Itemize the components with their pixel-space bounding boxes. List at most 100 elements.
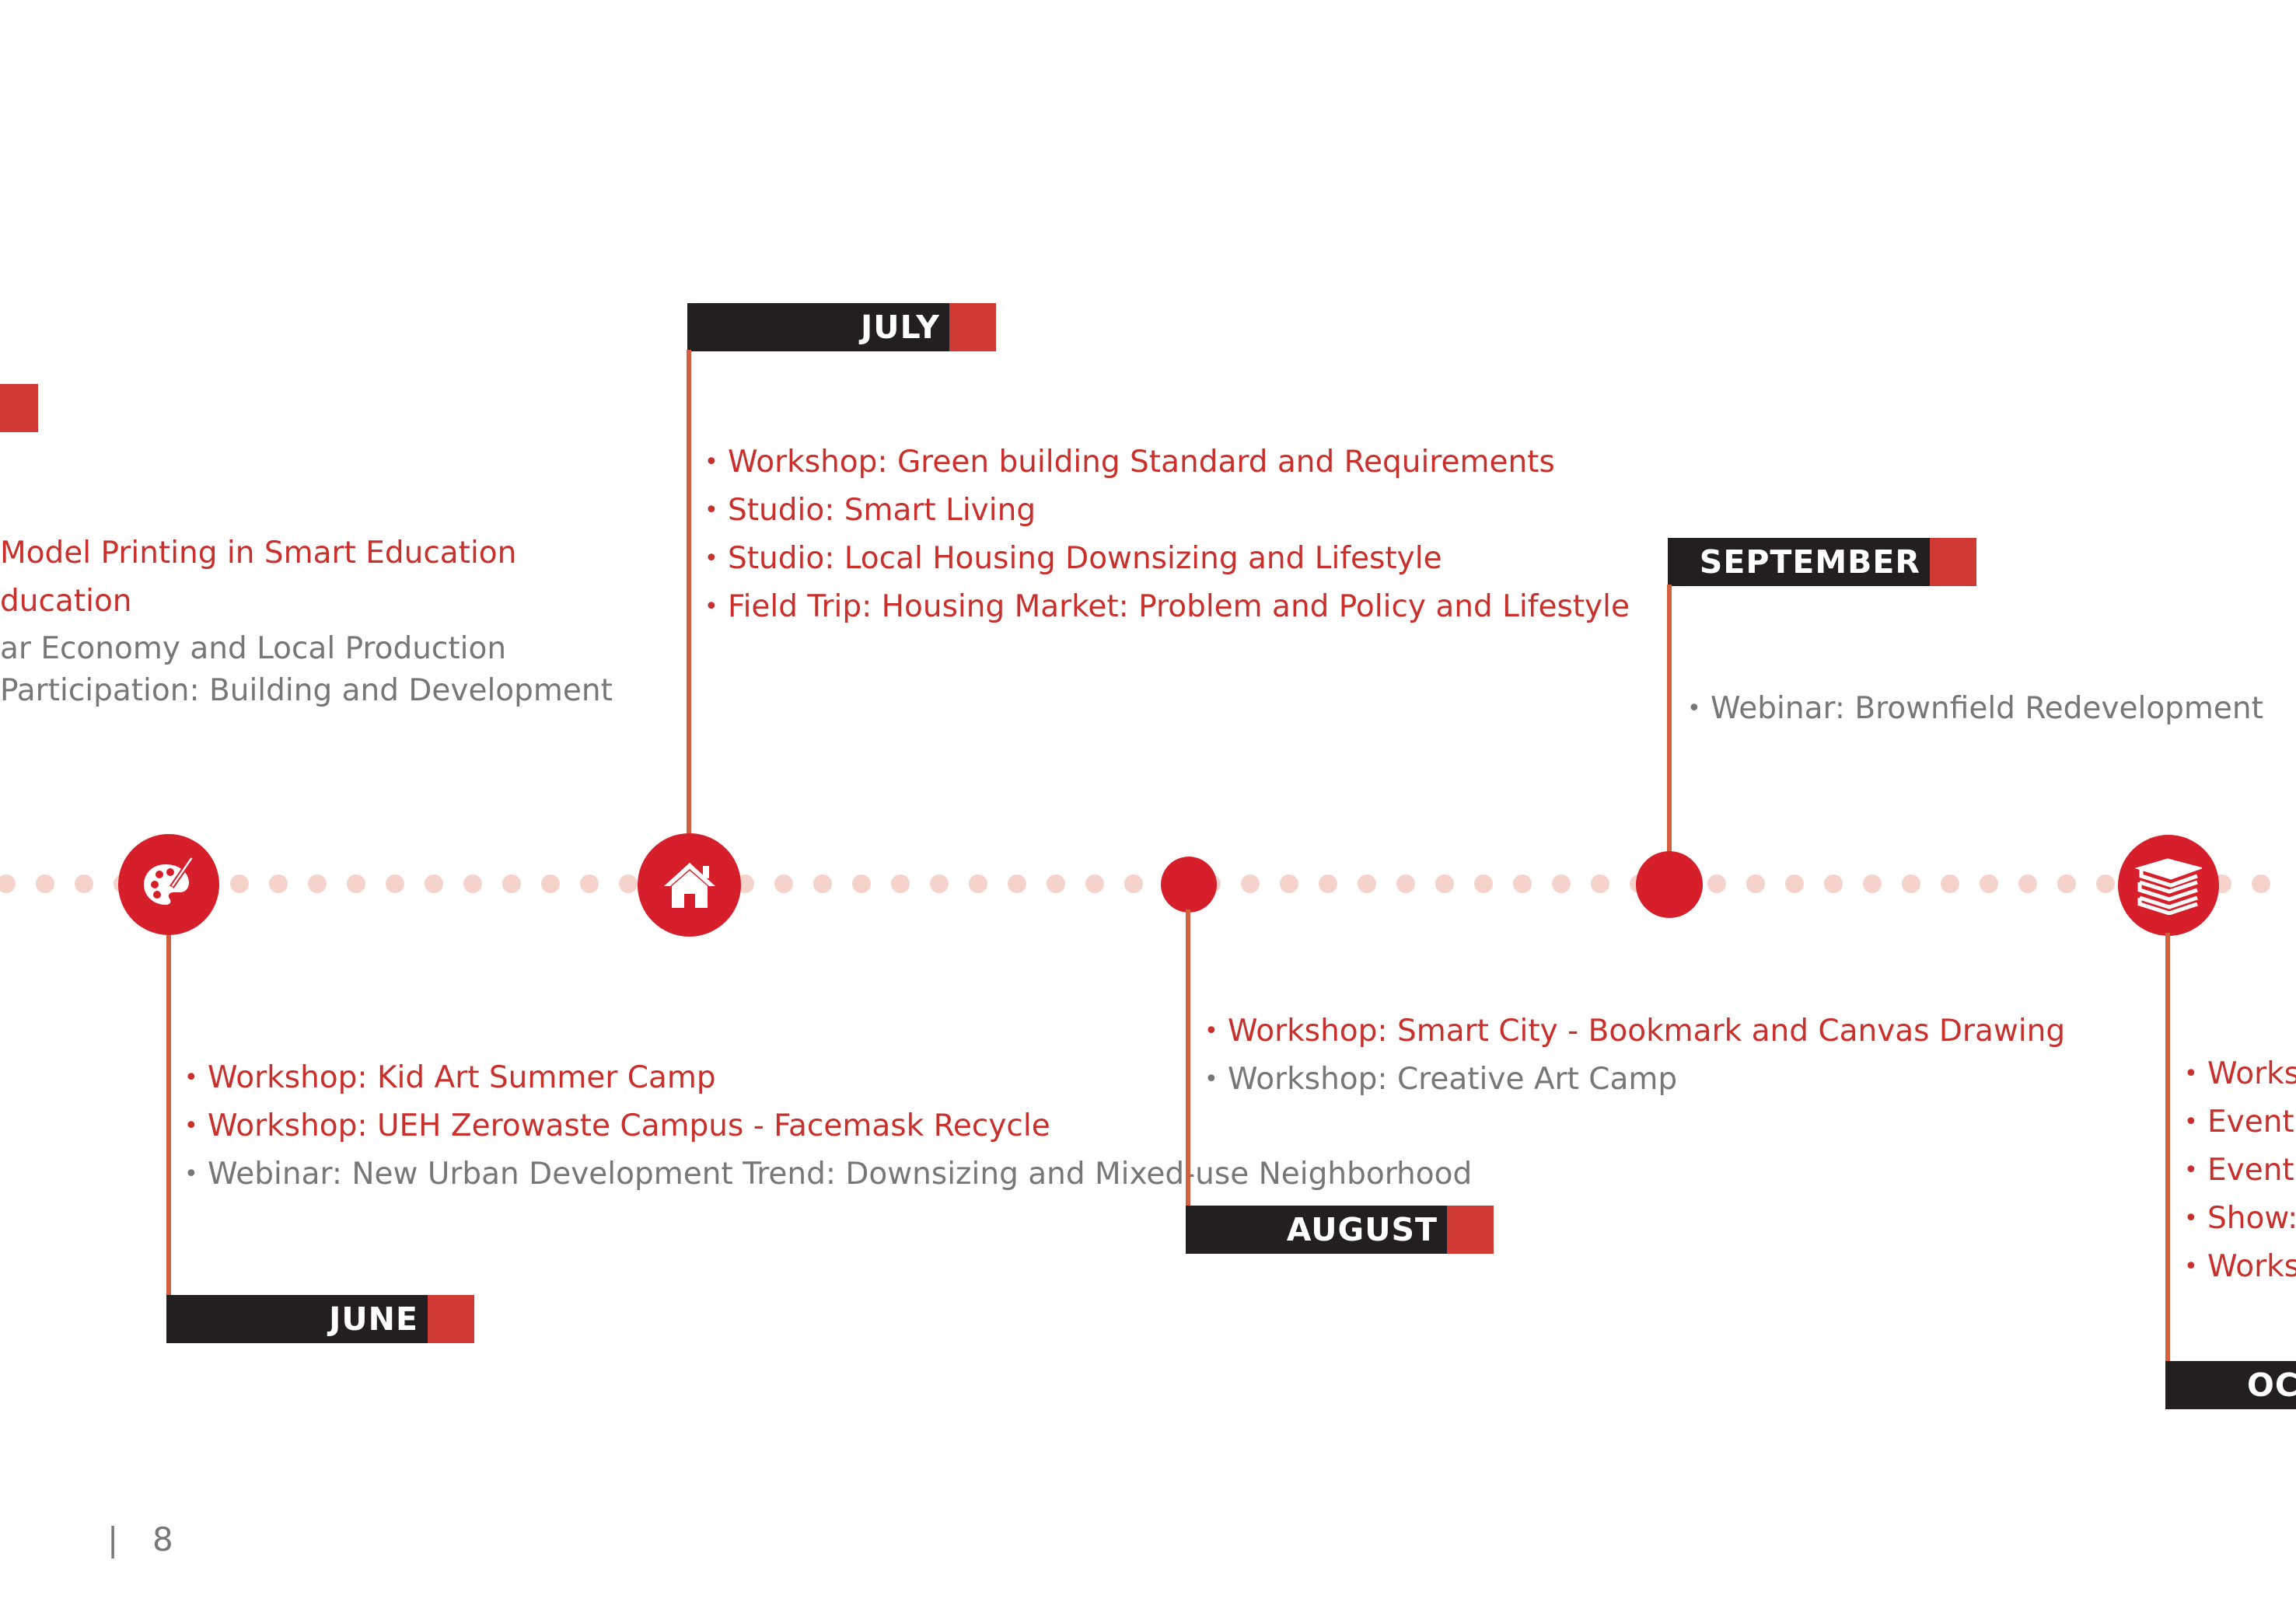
june-item: Webinar: New Urban Development Trend: Do… xyxy=(184,1157,1472,1192)
month-name: JULY xyxy=(861,309,940,346)
timeline-dot xyxy=(1980,874,1998,893)
timeline-dot xyxy=(269,874,288,893)
timeline-dot xyxy=(1124,874,1143,893)
october-item: Works xyxy=(2184,1250,2296,1285)
timeline-dot xyxy=(969,874,987,893)
month-name: JUNE xyxy=(329,1300,418,1338)
timeline-dot xyxy=(0,874,16,893)
timeline-dot xyxy=(2252,874,2270,893)
timeline-dot xyxy=(1319,874,1337,893)
timeline-dot xyxy=(75,874,93,893)
previous-item: Model Printing in Smart Education xyxy=(0,536,517,571)
timeline-dot xyxy=(36,874,54,893)
october-stem xyxy=(2165,933,2170,1368)
timeline-dot xyxy=(1008,874,1026,893)
august-item: Workshop: Smart City - Bookmark and Canv… xyxy=(1204,1014,2065,1049)
timeline-dot xyxy=(230,874,249,893)
timeline-dot xyxy=(502,874,521,893)
month-name: SEPTEMBER xyxy=(1699,543,1920,581)
timeline-dot xyxy=(1513,874,1532,893)
timeline-dot xyxy=(1396,874,1415,893)
august-stem xyxy=(1186,909,1190,1213)
october-items: Works Event: Event: Show: Works xyxy=(2184,1057,2296,1298)
timeline-dot xyxy=(813,874,832,893)
timeline-dot xyxy=(308,874,327,893)
july-item: Workshop: Green building Standard and Re… xyxy=(704,445,1630,480)
september-item: Webinar: Brownfield Redevelopment xyxy=(1687,692,2263,727)
timeline-dot xyxy=(1435,874,1454,893)
july-node xyxy=(638,833,741,937)
timeline-dot xyxy=(1552,874,1571,893)
july-stem xyxy=(687,350,691,839)
june-items: Workshop: Kid Art Summer Camp Workshop: … xyxy=(184,1061,1472,1206)
timeline-dot xyxy=(541,874,560,893)
month-accent xyxy=(949,303,996,351)
previous-item: Participation: Building and Development xyxy=(0,673,613,708)
july-item: Field Trip: Housing Market: Problem and … xyxy=(704,590,1630,625)
page-number: 8 xyxy=(152,1520,173,1558)
house-icon xyxy=(663,862,715,908)
timeline-dot xyxy=(1474,874,1493,893)
june-item: Workshop: UEH Zerowaste Campus - Facemas… xyxy=(184,1109,1102,1144)
july-item: Studio: Smart Living xyxy=(704,494,1630,529)
books-icon xyxy=(2135,858,2202,915)
july-month-label: JULY xyxy=(687,303,996,351)
july-items: Workshop: Green building Standard and Re… xyxy=(704,445,1630,638)
timeline-dot xyxy=(1941,874,1959,893)
previous-item: ar Economy and Local Production xyxy=(0,631,507,666)
timeline-dot xyxy=(580,874,599,893)
timeline-dot xyxy=(1085,874,1104,893)
month-accent xyxy=(1930,538,1976,586)
previous-month-accent xyxy=(0,384,38,432)
month-name: AUGUST xyxy=(1286,1211,1438,1248)
august-items: Workshop: Smart City - Bookmark and Canv… xyxy=(1204,1014,2065,1111)
june-stem xyxy=(166,933,171,1298)
timeline-dot xyxy=(1785,874,1804,893)
month-accent xyxy=(1447,1206,1494,1254)
page-separator: | xyxy=(107,1520,119,1558)
august-node xyxy=(1161,857,1217,913)
june-item: Workshop: Kid Art Summer Camp xyxy=(184,1061,1102,1096)
timeline-dot xyxy=(1824,874,1843,893)
september-items: Webinar: Brownfield Redevelopment xyxy=(1687,692,2263,740)
october-item: Event: xyxy=(2184,1154,2296,1188)
timeline-dot xyxy=(2057,874,2076,893)
timeline-dot xyxy=(1591,874,1609,893)
timeline-dot xyxy=(425,874,443,893)
timeline-dot xyxy=(852,874,871,893)
august-month-label: AUGUST xyxy=(1186,1206,1494,1254)
timeline-dot xyxy=(1241,874,1260,893)
timeline-dot xyxy=(619,874,638,893)
month-accent xyxy=(428,1295,474,1343)
june-month-label: JUNE xyxy=(166,1295,474,1343)
timeline-dot xyxy=(1863,874,1882,893)
timeline-dot xyxy=(1746,874,1765,893)
october-node xyxy=(2118,835,2219,936)
timeline-dot xyxy=(891,874,910,893)
timeline-dot xyxy=(2096,874,2115,893)
timeline-dot xyxy=(1902,874,1920,893)
october-item: Event: xyxy=(2184,1105,2296,1140)
timeline-dot xyxy=(1280,874,1298,893)
month-name: OC xyxy=(2247,1366,2296,1404)
timeline-dot xyxy=(774,874,793,893)
palette-icon xyxy=(144,855,195,905)
timeline-dot xyxy=(347,874,365,893)
previous-item: ducation xyxy=(0,584,132,619)
timeline-dot xyxy=(930,874,949,893)
july-item: Studio: Local Housing Downsizing and Lif… xyxy=(704,542,1630,577)
timeline-dot xyxy=(2018,874,2037,893)
timeline-dot xyxy=(1707,874,1726,893)
october-month-label: OC xyxy=(2165,1361,2296,1409)
timeline-dot xyxy=(1047,874,1065,893)
timeline-dot xyxy=(463,874,482,893)
august-item: Workshop: Creative Art Camp xyxy=(1204,1063,2065,1098)
september-month-label: SEPTEMBER xyxy=(1668,538,1976,586)
timeline-dot xyxy=(386,874,404,893)
june-node xyxy=(118,834,219,935)
september-stem xyxy=(1667,585,1672,857)
october-item: Works xyxy=(2184,1057,2296,1092)
timeline-dot xyxy=(1358,874,1376,893)
september-node xyxy=(1636,851,1703,918)
october-item: Show: xyxy=(2184,1202,2296,1237)
